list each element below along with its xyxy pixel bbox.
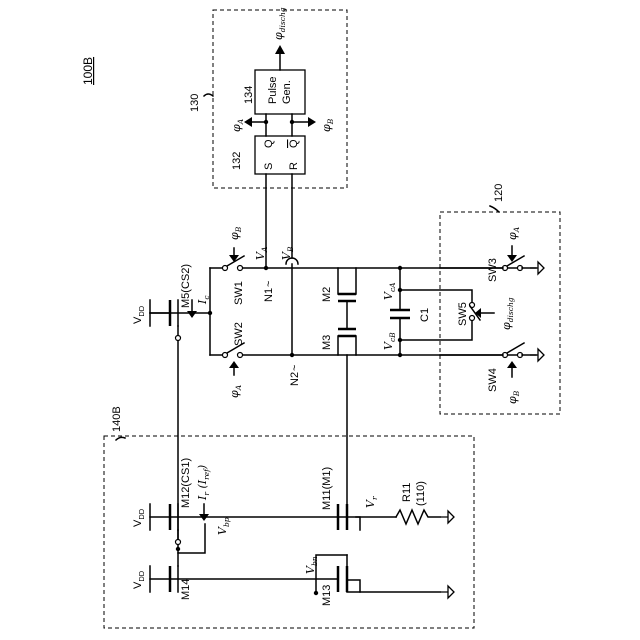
control-block-leader bbox=[204, 94, 213, 96]
sw1-label: SW1 bbox=[233, 281, 245, 305]
sw2-phi-a: φA bbox=[228, 384, 243, 398]
sw1-pin-2 bbox=[238, 266, 243, 271]
sw2-ctrl-arrow bbox=[229, 361, 239, 368]
ff-pin-q: Q bbox=[263, 139, 275, 148]
m2-top-leads bbox=[338, 268, 356, 294]
sw3-label: SW3 bbox=[487, 258, 499, 282]
phi-b-arrow bbox=[308, 117, 316, 127]
pulse-gen-text-1: Pulse bbox=[267, 76, 279, 104]
m13-ground bbox=[440, 586, 454, 598]
ff-to-pulse-wires bbox=[266, 114, 292, 136]
phi-a-out: φA bbox=[230, 118, 245, 132]
sw3-phi-a: φA bbox=[506, 226, 521, 240]
sw3-ground bbox=[530, 262, 544, 274]
m13-label: M13 bbox=[321, 585, 333, 606]
va-label: VA bbox=[254, 246, 269, 260]
sw5-pin-2 bbox=[470, 316, 475, 321]
bias-block-leader bbox=[116, 437, 125, 440]
sw5-label: SW5 bbox=[457, 302, 469, 326]
switch-block-leader bbox=[490, 206, 499, 212]
m13-source bbox=[347, 580, 360, 592]
c1-label: C1 bbox=[419, 308, 431, 322]
sw5-phi-dischg: φdischg bbox=[500, 297, 515, 330]
m3-bottom-leads bbox=[338, 336, 356, 355]
sw4-phi-b: φB bbox=[506, 390, 521, 404]
vca-label: VcA bbox=[382, 282, 397, 300]
phi-b-out: φB bbox=[320, 118, 335, 132]
m5-label: M5(CS2) bbox=[180, 264, 192, 308]
m2-label: M2 bbox=[321, 287, 333, 302]
vdd-m12-label: VDD bbox=[132, 508, 146, 527]
ff-pin-s: S bbox=[263, 163, 275, 170]
ff-pin-r: R bbox=[288, 162, 300, 170]
m12-gate-bubble bbox=[176, 540, 181, 545]
pulse-gen-text-2: Gen. bbox=[281, 80, 293, 104]
phi-a-arrow bbox=[244, 117, 252, 127]
ic-label: Ic bbox=[196, 295, 211, 305]
ir-label: Ir (Iref) bbox=[196, 465, 211, 501]
vr-label: Vr bbox=[364, 496, 379, 508]
sw2-label: SW2 bbox=[233, 322, 245, 346]
m12-label: M12(CS1) bbox=[180, 458, 192, 508]
vbn-label: Vbn bbox=[304, 556, 319, 574]
junction-n1 bbox=[264, 266, 268, 270]
r11-ref: (110) bbox=[415, 481, 427, 506]
dischg-output-arrow bbox=[275, 45, 285, 54]
phi-dischg-top: φdischg bbox=[272, 7, 287, 40]
vdd-m5-label: VDD bbox=[132, 305, 146, 324]
m14-label: M14 bbox=[180, 579, 192, 600]
junction-qbar bbox=[290, 120, 294, 124]
junction-q bbox=[264, 120, 268, 124]
vcb-label: VcB bbox=[382, 332, 397, 350]
vb-label: VB bbox=[280, 246, 295, 260]
sw4-ctrl-arrow bbox=[507, 361, 517, 368]
m11-label: M11(M1) bbox=[321, 467, 333, 510]
c1-plates bbox=[390, 310, 410, 318]
m3-label: M3 bbox=[321, 335, 333, 350]
figure-label: 100B bbox=[81, 57, 95, 85]
switch-block-label: 120 bbox=[493, 184, 505, 202]
m5-gate-bubble bbox=[176, 336, 181, 341]
bias-block-label: 140B bbox=[111, 406, 123, 432]
r11-label: R11 bbox=[401, 483, 413, 502]
sw5-top-wire bbox=[400, 290, 472, 302]
sw2-pin-2 bbox=[238, 353, 243, 358]
pulse-gen-ref: 134 bbox=[243, 86, 255, 104]
sw1-phi-b: φB bbox=[228, 226, 243, 240]
ff-pin-qbar: Q bbox=[288, 139, 300, 148]
pulse-generator bbox=[255, 70, 305, 114]
m11-source bbox=[338, 517, 360, 530]
n2-label: N2~ bbox=[289, 365, 301, 387]
sw4-ground bbox=[530, 349, 544, 361]
sw4-blade bbox=[507, 343, 524, 353]
sw1-ctrl-arrow bbox=[229, 255, 239, 262]
ic-arrow bbox=[187, 311, 197, 318]
bias-block-border bbox=[104, 436, 474, 628]
r11-resistor bbox=[396, 510, 440, 524]
vbp-label: Vbp bbox=[216, 517, 231, 535]
flipflop-ref: 132 bbox=[231, 152, 243, 170]
r11-ground bbox=[440, 511, 454, 523]
junction-n2 bbox=[290, 353, 294, 357]
vdd-m14-label: VDD bbox=[132, 570, 146, 589]
control-block-label: 130 bbox=[189, 94, 201, 112]
n1-label: N1~ bbox=[263, 281, 275, 303]
vbp-diode-wire bbox=[178, 524, 205, 553]
sw4-label: SW4 bbox=[487, 368, 499, 392]
